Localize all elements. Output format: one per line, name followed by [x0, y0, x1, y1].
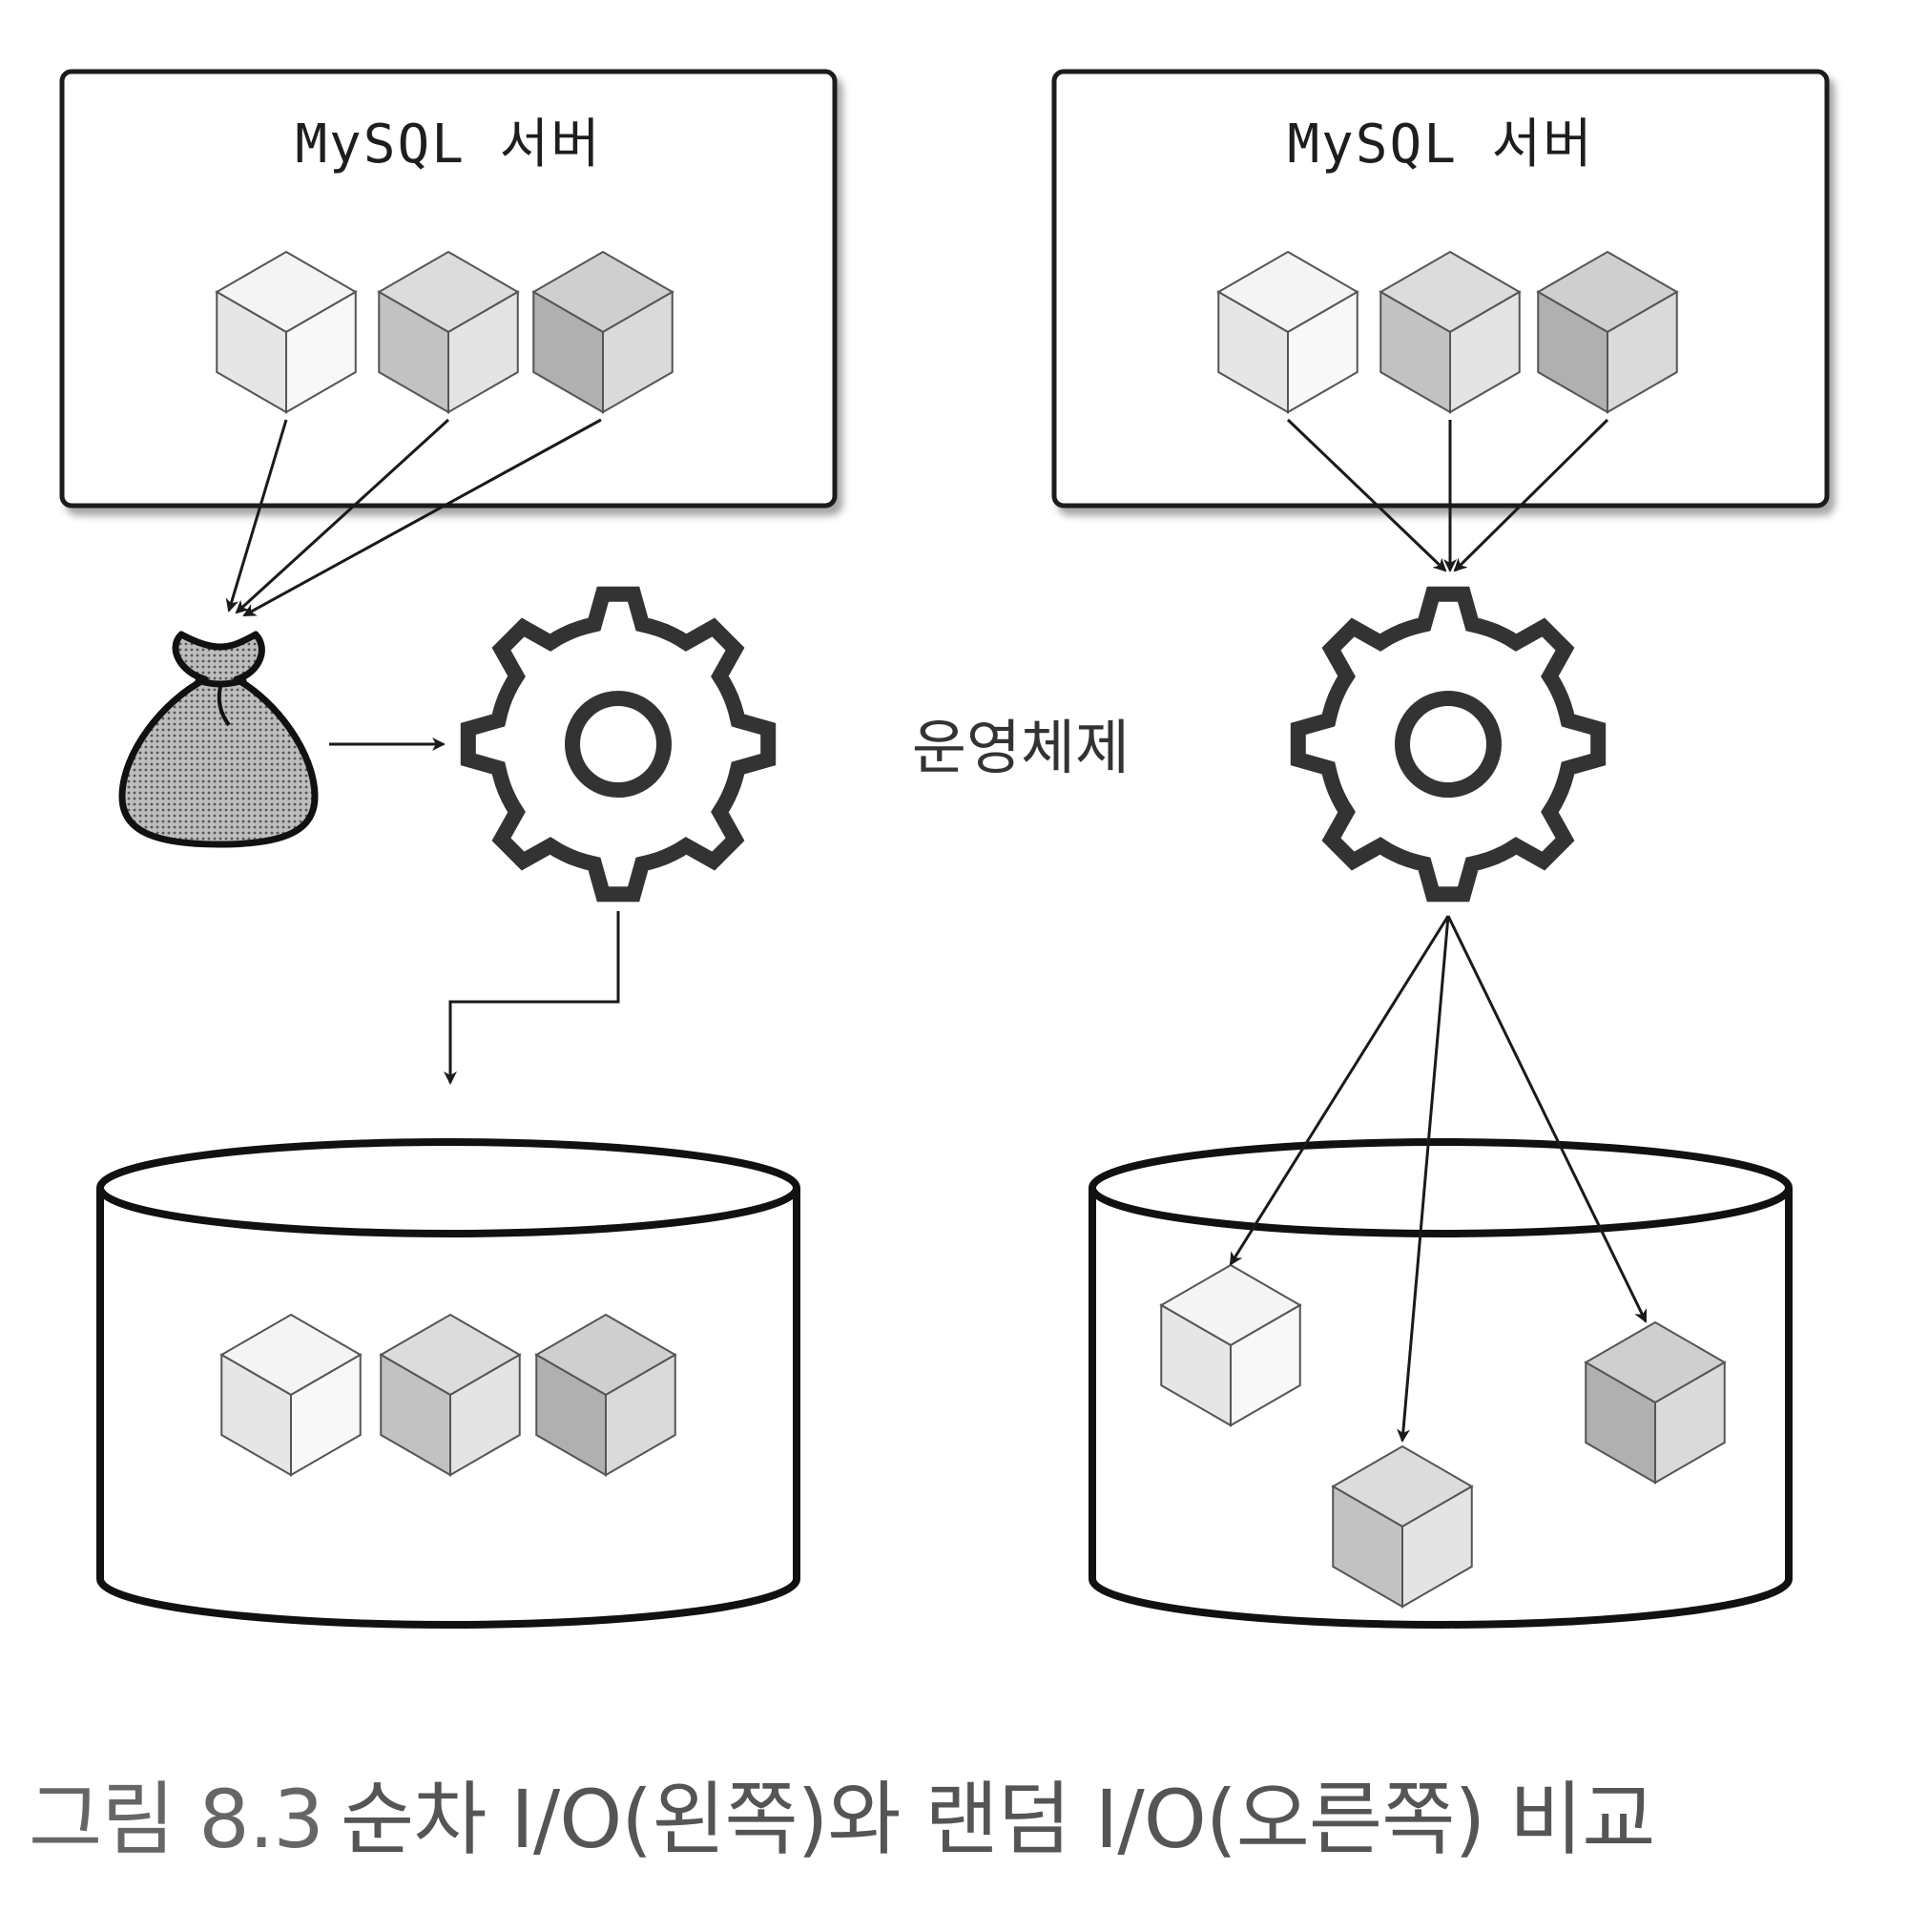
cube-icon — [1536, 250, 1679, 414]
left-page-arrows — [225, 418, 602, 617]
figure-number: 그림 8.3 — [29, 1773, 324, 1866]
cube-icon — [377, 250, 520, 414]
right-os-to-disk-arrows — [1229, 915, 1648, 1443]
right-os-gear-icon — [1290, 586, 1607, 903]
cube-icon — [1584, 1320, 1727, 1485]
cube-icon — [1379, 250, 1522, 414]
left-os-gear-icon — [460, 586, 777, 903]
right-disk-icon — [1089, 1138, 1793, 1629]
cube-icon — [531, 250, 674, 414]
os-label: 운영체제 — [912, 713, 1130, 782]
cube-icon — [1159, 1263, 1302, 1427]
left-server-title: MySQL 서버 — [295, 114, 601, 176]
cube-icon — [1216, 250, 1359, 414]
cube-icon — [215, 250, 358, 414]
left-os-to-disk-arrow — [444, 911, 620, 1085]
cube-icon — [534, 1313, 677, 1477]
left-disk-icon — [96, 1138, 800, 1629]
sack-icon — [118, 631, 319, 848]
cube-icon — [219, 1313, 363, 1477]
cube-icon — [1331, 1444, 1474, 1609]
figure-caption-text: 순차 I/O(왼쪽)와 랜덤 I/O(오른쪽) 비교 — [340, 1773, 1656, 1866]
right-server-title: MySQL 서버 — [1287, 114, 1593, 176]
right-page-arrows — [1286, 418, 1609, 572]
cube-icon — [379, 1313, 522, 1477]
